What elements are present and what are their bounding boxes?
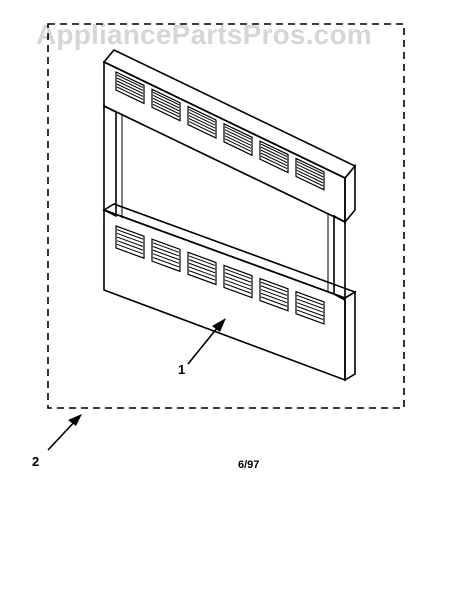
bottom-vent-grille-4-slat — [224, 283, 252, 294]
top-vent-grille-3-slat — [188, 115, 216, 129]
callout-2-arrowhead-icon — [68, 414, 82, 426]
callout-2-label: 2 — [32, 454, 39, 469]
top-vent-grille-6 — [295, 157, 325, 191]
top-vent-grille-2-slat — [152, 97, 180, 112]
bottom-vent-grille-1-slat — [116, 240, 144, 251]
bottom-vent-grille-2-slat — [152, 249, 180, 261]
left-stile — [103, 104, 117, 218]
top-vent-grille-5-slat — [260, 146, 288, 161]
top-vent-grille-3-slat — [188, 118, 216, 132]
bottom-vent-grille-5-slat — [260, 292, 288, 304]
top-vent-grille-5-slat — [260, 143, 288, 158]
bottom-vent-grille-6-slat — [296, 309, 324, 320]
top-vent-grille-2-slat — [152, 91, 180, 106]
bottom-rail-vent-grilles — [115, 225, 325, 325]
top-vent-grille-2-slat — [152, 103, 180, 118]
callout-1-arrowhead-icon — [212, 318, 226, 332]
top-rail-side-edge — [344, 163, 356, 225]
bottom-rail-top-edge — [102, 203, 357, 299]
top-vent-grille-5-slat — [260, 149, 288, 164]
top-vent-grille-1-slat — [116, 74, 144, 88]
top-vent-grille-6-slat — [296, 163, 324, 178]
top-vent-grille-4-slat — [224, 135, 252, 149]
bottom-vent-grille-3-slat — [188, 266, 216, 277]
bottom-vent-grille-6-slat — [296, 305, 324, 317]
top-vent-grille-5 — [259, 140, 289, 174]
trim-frame-part[interactable] — [102, 49, 357, 382]
bottom-vent-grille-3 — [187, 251, 217, 286]
top-vent-grille-5-slat — [260, 152, 288, 167]
top-vent-grille-1-slat — [116, 86, 144, 100]
bottom-vent-grille-1-slat — [116, 232, 144, 244]
top-vent-grille-2 — [151, 88, 181, 122]
top-vent-grille-5-slat — [260, 155, 288, 170]
bottom-vent-grille-5-slat — [260, 296, 288, 307]
bottom-vent-grille-3-slat — [188, 259, 216, 270]
bottom-vent-grille-5 — [259, 277, 289, 312]
bottom-vent-grille-4-slat — [224, 268, 252, 280]
bottom-vent-grille-3-slat — [188, 270, 216, 281]
top-vent-grille-4-slat — [224, 129, 252, 143]
bottom-rail-face — [103, 208, 346, 382]
top-vent-grille-3-slat — [188, 109, 216, 123]
bottom-vent-grille-1-slat — [116, 243, 144, 255]
top-vent-grille-4-slat — [224, 126, 252, 140]
bottom-vent-grille-2-slat — [152, 242, 180, 253]
top-vent-grille-4-slat — [224, 138, 252, 152]
top-vent-grille-3-slat — [188, 121, 216, 135]
top-vent-grille-2-slat — [152, 100, 180, 115]
top-vent-grille-1 — [115, 71, 145, 105]
bottom-vent-grille-3-slat — [188, 255, 216, 266]
bottom-vent-grille-4-slat — [224, 279, 252, 291]
bottom-vent-grille-1-slat — [116, 229, 144, 240]
bottom-vent-grille-5-slat — [260, 289, 288, 300]
callout-1-label: 1 — [178, 362, 185, 377]
top-vent-grille-6-slat — [296, 160, 324, 175]
bottom-vent-grille-1-slat — [116, 236, 144, 247]
bottom-vent-grille-4 — [223, 264, 253, 299]
date-code-label: 6/97 — [238, 459, 259, 471]
bottom-vent-grille-5-slat — [260, 281, 288, 293]
bottom-vent-grille-2 — [151, 238, 181, 273]
bottom-vent-grille-2-slat — [152, 246, 180, 257]
top-vent-grille-6-slat — [296, 172, 324, 187]
top-vent-grille-6-slat — [296, 169, 324, 184]
bottom-vent-grille-6-slat — [296, 294, 324, 306]
top-rail-vent-grilles — [115, 71, 325, 191]
top-vent-grille-4 — [223, 122, 253, 157]
bottom-vent-grille-5-slat — [260, 285, 288, 296]
bottom-vent-grille-4-slat — [224, 272, 252, 283]
bottom-vent-grille-2-slat — [152, 253, 180, 264]
bottom-vent-grille-2-slat — [152, 257, 180, 268]
bottom-vent-grille-3-slat — [188, 262, 216, 274]
bottom-vent-grille-1 — [115, 225, 145, 260]
kit-boundary-dashed-box — [47, 23, 405, 409]
bottom-vent-grille-6 — [295, 290, 325, 325]
top-vent-grille-1-slat — [116, 83, 144, 97]
bottom-rail-side-edge — [344, 290, 356, 382]
top-vent-grille-2-slat — [152, 94, 180, 109]
top-vent-grille-1-slat — [116, 80, 144, 94]
top-rail-top-edge — [102, 49, 357, 179]
top-vent-grille-3-slat — [188, 112, 216, 126]
top-vent-grille-1-slat — [116, 77, 144, 91]
bottom-vent-grille-6-slat — [296, 302, 324, 313]
bottom-vent-grille-4-slat — [224, 275, 252, 287]
top-vent-grille-4-slat — [224, 132, 252, 146]
bottom-vent-grille-6-slat — [296, 298, 324, 309]
top-vent-grille-6-slat — [296, 166, 324, 181]
top-vent-grille-3 — [187, 105, 217, 139]
